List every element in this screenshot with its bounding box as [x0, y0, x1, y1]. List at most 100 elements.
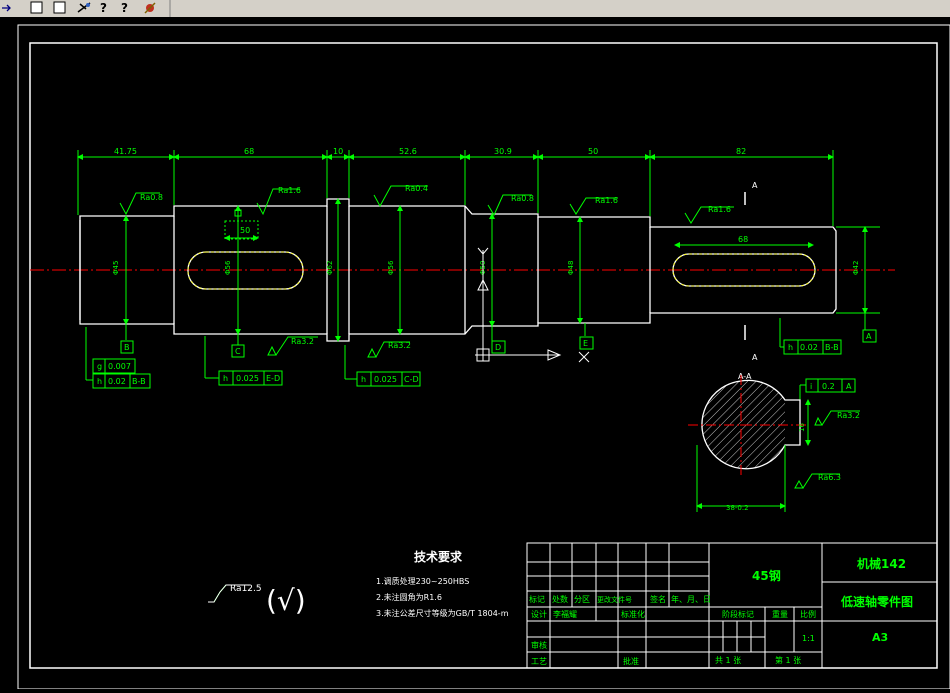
dim-50: 50 — [588, 147, 598, 156]
dim-10: 10 — [333, 147, 343, 156]
dim-82: 82 — [736, 147, 746, 156]
datum-b: B — [124, 343, 130, 352]
roughness-9: Ra3.2 — [837, 411, 860, 420]
shaft-outline — [79, 198, 837, 342]
rectangle-icon[interactable] — [53, 1, 66, 14]
help-icon[interactable]: ? — [121, 1, 128, 15]
tol3-value: 0.025 — [236, 374, 259, 383]
length-dims — [77, 150, 834, 248]
svg-text:Φ62: Φ62 — [326, 261, 334, 275]
toolbar-icons: ? ? — [2, 0, 171, 17]
section-mark-top: A — [752, 181, 758, 190]
tb-hdr-count: 处数 — [552, 594, 568, 604]
tol4-value: 0.025 — [374, 375, 397, 384]
technical-notes: 技术要求 1.调质处理230~250HBS 2.未注圆角为R1.6 3.未注公差… — [376, 549, 509, 618]
svg-text:Φ56: Φ56 — [224, 260, 232, 275]
tb-hdr-date: 年、月、日 — [671, 594, 711, 604]
tb-approve-label: 批准 — [623, 656, 639, 666]
tb-scale: 1:1 — [802, 634, 815, 643]
help-icon[interactable]: ? — [100, 1, 107, 15]
tol1-value: 0.007 — [108, 362, 131, 371]
title-block-text: 标记 处数 分区 更改文件号 签名 年、月、日 设计 李福耀 标准化 审核 工艺… — [529, 556, 913, 666]
section-dims — [696, 399, 811, 512]
bracket-check-icon: (√) — [266, 584, 306, 617]
tb-hdr-zone: 分区 — [574, 595, 590, 604]
tol6-value: 0.2 — [822, 382, 835, 391]
tb-scale-label: 比例 — [800, 609, 816, 619]
tol2-ref: B-B — [132, 377, 146, 386]
rectangle-icon[interactable] — [30, 1, 43, 14]
dim-keyway-50: 50 — [240, 226, 250, 235]
roughness-2: Ra1.6 — [278, 186, 301, 195]
tolerance-labels: g 0.007 h 0.02 B-B h 0.025 E-D h 0.025 C… — [97, 343, 839, 391]
cad-drawing: Φ45 Φ56 Φ62 Φ56 Φ50 Φ48 Φ42 41.75 68 10 … — [17, 24, 950, 690]
general-roughness-symbol — [208, 584, 250, 603]
diameter-dims — [123, 198, 880, 345]
tol3-symbol: h — [223, 374, 228, 383]
roughness-6: Ra1.6 — [708, 205, 731, 214]
tb-design-label: 设计 — [531, 609, 547, 619]
tools-icon[interactable] — [144, 2, 156, 14]
roughness-general: Ra12.5 — [230, 584, 262, 594]
keyway-left-hidden — [187, 251, 304, 290]
tb-check-label: 审核 — [531, 640, 547, 650]
roughness-3: Ra0.4 — [405, 184, 428, 193]
length-dim-labels: 41.75 68 10 52.6 30.9 50 82 50 68 — [114, 147, 748, 244]
note-3: 3.未注公差尺寸等级为GB/T 1804-m — [376, 608, 509, 618]
svg-text:Φ56: Φ56 — [387, 260, 395, 275]
dim-41-75: 41.75 — [114, 147, 137, 156]
dim-68: 68 — [244, 147, 254, 156]
dim-keyway-68: 68 — [738, 235, 748, 244]
roughness-8: Ra3.2 — [388, 341, 411, 350]
tb-std-label: 标准化 — [621, 609, 645, 619]
tb-hdr-sign: 签名 — [650, 594, 666, 604]
outer-frame — [17, 24, 950, 690]
datum-e: E — [583, 339, 588, 348]
tol6-symbol: i — [810, 382, 812, 391]
svg-text:Φ45: Φ45 — [112, 261, 120, 275]
tb-material: 45钢 — [752, 568, 781, 583]
tol1-symbol: g — [97, 362, 102, 371]
notes-title: 技术要求 — [414, 549, 463, 564]
datum-c: C — [235, 347, 241, 356]
tol4-ref: C-D — [404, 375, 419, 384]
note-1: 1.调质处理230~250HBS — [376, 576, 469, 586]
title-block-grid — [526, 542, 938, 669]
tol5-value: 0.02 — [800, 343, 818, 352]
tb-sheet-no: 第 1 张 — [775, 655, 801, 665]
tol3-ref: E-D — [266, 374, 280, 383]
note-2: 2.未注圆角为R1.6 — [376, 592, 442, 602]
arrow-cursor-icon[interactable] — [2, 4, 11, 12]
svg-text:?: ? — [121, 1, 128, 15]
svg-text:?: ? — [100, 1, 107, 15]
inner-frame — [29, 42, 938, 669]
tol4-symbol: h — [361, 375, 366, 384]
section-mark-bottom: A — [752, 353, 758, 362]
roughness-10: Ra6.3 — [818, 473, 841, 482]
datum-d: D — [495, 343, 501, 352]
tol5-ref: B-B — [825, 343, 839, 352]
roughness-7: Ra3.2 — [291, 337, 314, 346]
keyway-right-hidden — [672, 253, 816, 287]
roughness-4: Ra0.8 — [511, 194, 534, 203]
roughness-5: Ra1.6 — [595, 196, 618, 205]
tb-stage-label: 阶段标记 — [722, 609, 754, 619]
dim-52-6: 52.6 — [399, 147, 417, 156]
datum-a-section: A — [846, 382, 852, 391]
tol2-symbol: h — [97, 377, 102, 386]
section-outline — [701, 379, 801, 470]
tol2-value: 0.02 — [108, 377, 126, 386]
tb-org: 机械142 — [857, 556, 906, 571]
tb-hdr-mark: 标记 — [529, 594, 545, 604]
section-key-dim: 16 — [798, 423, 806, 432]
datum-boxes — [120, 329, 877, 393]
section-title: A-A — [738, 372, 752, 381]
datum-a: A — [866, 332, 872, 341]
toolbar: ? ? — [0, 0, 950, 18]
edit-icon[interactable] — [77, 2, 91, 13]
roughness-labels: Ra0.8 Ra1.6 Ra0.4 Ra0.8 Ra1.6 Ra1.6 Ra3.… — [140, 184, 860, 594]
svg-text:Φ42: Φ42 — [852, 261, 860, 275]
tb-sheet-size: A3 — [872, 631, 888, 644]
tolerance-frames — [85, 318, 843, 414]
drawing-canvas[interactable]: Φ45 Φ56 Φ62 Φ56 Φ50 Φ48 Φ42 41.75 68 10 … — [0, 17, 950, 690]
